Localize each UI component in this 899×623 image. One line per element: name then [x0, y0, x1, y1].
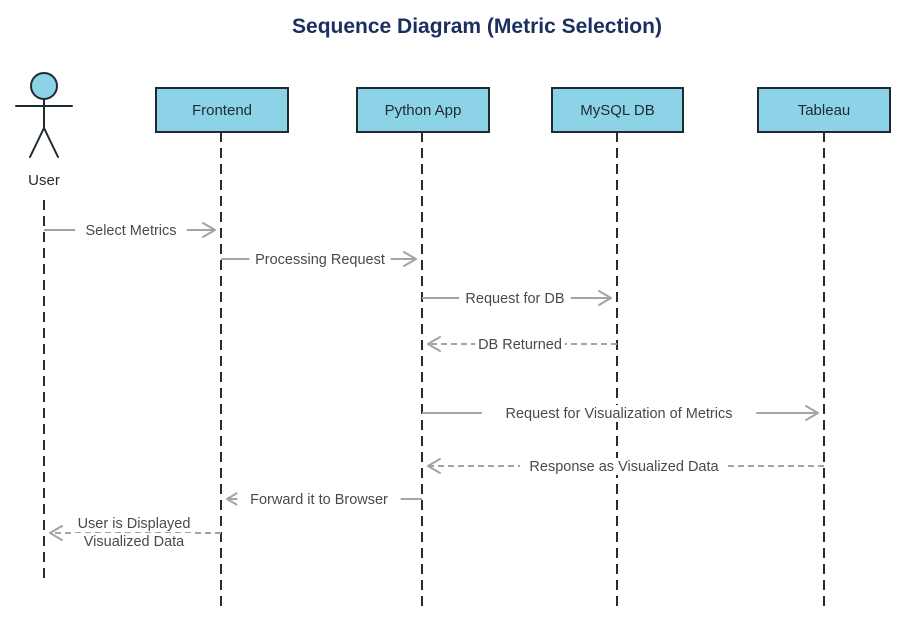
actor-user: User — [15, 72, 73, 189]
label-background — [481, 405, 757, 422]
label-background — [520, 458, 728, 475]
arrow-head-icon — [226, 491, 240, 507]
message-label: DB Returned — [478, 337, 562, 353]
message-label: Response as Visualized Data — [529, 459, 719, 475]
participant-mysql: MySQL DB — [551, 87, 684, 606]
label-background — [249, 251, 391, 268]
arrow-head-icon — [598, 290, 612, 306]
message-request-visualization: Request for Visualization of Metrics — [422, 405, 819, 422]
message-forward-to-browser: Forward it to Browser — [226, 491, 422, 508]
label-background — [75, 222, 187, 239]
participant-box — [757, 87, 891, 133]
label-background — [475, 336, 565, 353]
message-label: Request for DB — [465, 291, 564, 307]
label-background — [237, 491, 401, 508]
participant-frontend: Frontend — [155, 87, 289, 606]
message-label: User is Displayed — [78, 516, 191, 532]
participant-tableau: Tableau — [757, 87, 891, 606]
participant-box — [155, 87, 289, 133]
participant-label: Frontend — [192, 102, 252, 119]
participant-label: MySQL DB — [580, 102, 654, 119]
arrow-head-icon — [49, 525, 63, 541]
message-label: Request for Visualization of Metrics — [505, 406, 732, 422]
participant-box — [551, 87, 684, 133]
message-request-for-db: Request for DB — [422, 290, 612, 307]
arrow-head-icon — [805, 405, 819, 421]
message-label: Select Metrics — [85, 223, 176, 239]
message-processing-request: Processing Request — [221, 251, 417, 268]
arrow-head-icon — [202, 222, 216, 238]
message-db-returned: DB Returned — [427, 336, 617, 353]
message-select-metrics: Select Metrics — [44, 222, 216, 239]
message-response-visualized: Response as Visualized Data — [427, 458, 824, 475]
diagram-title: Sequence Diagram (Metric Selection) — [292, 15, 662, 38]
participant-python: Python App — [356, 87, 490, 606]
arrow-head-icon — [427, 336, 441, 352]
message-label: Visualized Data — [84, 534, 185, 550]
participant-label: Python App — [385, 102, 462, 119]
label-background — [67, 515, 201, 532]
label-background — [459, 290, 571, 307]
message-label: Processing Request — [255, 252, 385, 268]
arrow-head-icon — [403, 251, 417, 267]
message-label: Forward it to Browser — [250, 492, 388, 508]
actor-head-icon — [30, 72, 58, 100]
participant-label: Tableau — [798, 102, 851, 119]
label-background — [74, 533, 194, 550]
participant-box — [356, 87, 490, 133]
arrow-head-icon — [427, 458, 441, 474]
actor-label: User — [28, 172, 60, 189]
